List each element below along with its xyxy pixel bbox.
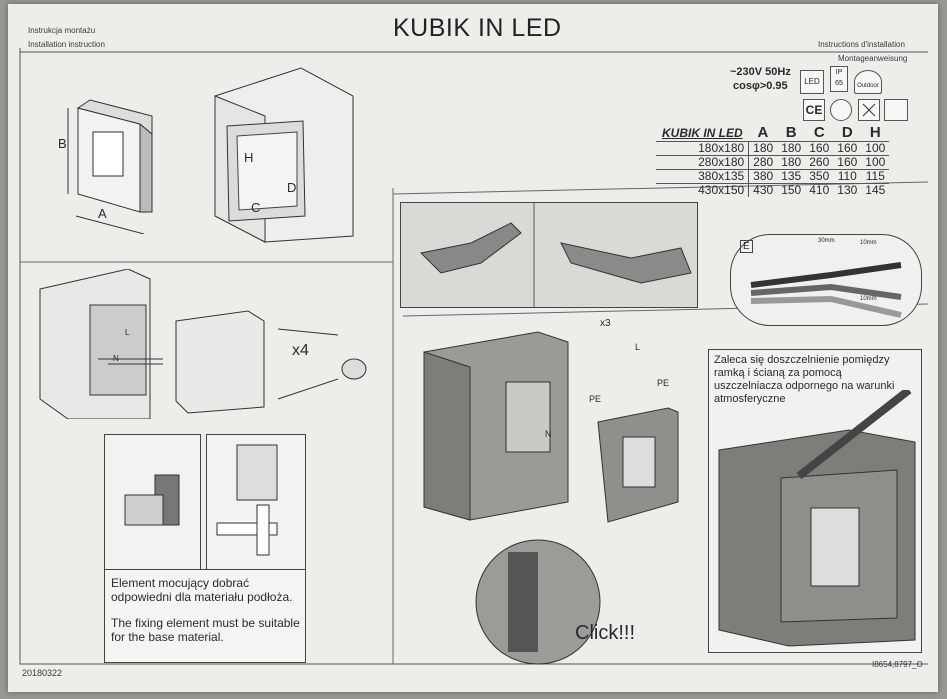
class-ii-icon <box>830 99 852 121</box>
mounting-surface-icon <box>884 99 908 121</box>
fixing-note-box: Element mocujący dobrać odpowiedni dla m… <box>104 569 306 663</box>
ip65-icon: IP 65 <box>830 66 848 92</box>
drill-illustration <box>104 434 201 571</box>
table-header-row: KUBIK IN LED A B C D H <box>656 124 889 142</box>
cell-model: 380x135 <box>656 169 750 184</box>
dim-label-c: C <box>251 200 261 215</box>
cell-d: 110 <box>833 169 862 184</box>
dimensions-table: KUBIK IN LED A B C D H 180x180 180 180 1… <box>656 124 890 197</box>
sealing-panel: Zaleca się doszczelnienie pomiędzy ramką… <box>708 349 922 653</box>
dim-label-h: H <box>244 150 254 165</box>
cell-a: 380 <box>748 169 778 184</box>
led-icon: LED <box>800 70 824 94</box>
cell-d: 130 <box>833 183 862 197</box>
dim-label-d: D <box>287 180 297 195</box>
strip-length-diagram <box>730 234 922 326</box>
cell-h: 115 <box>861 169 890 184</box>
wire-label-l: L <box>125 328 130 337</box>
cell-h: 100 <box>861 155 890 170</box>
connection-drawing <box>423 331 679 665</box>
header-left-pl: Instrukcja montażu <box>28 26 96 35</box>
col-D-header: D <box>841 124 853 141</box>
ip-label: IP <box>835 69 843 76</box>
ip-number: 65 <box>835 80 843 87</box>
header-left-en: Installation instruction <box>28 40 105 49</box>
header-right-de: Montageanweisung <box>838 54 908 63</box>
cell-b: 150 <box>777 183 806 197</box>
col-H-header: H <box>869 124 881 141</box>
table-row: 280x180 280 180 260 160 100 <box>656 155 890 170</box>
connector-count-label: x3 <box>600 318 611 329</box>
dim-label-b: B <box>58 136 67 151</box>
cell-b: 180 <box>777 155 806 170</box>
strip-10mm-label-bottom: 10mm <box>860 296 877 302</box>
cell-b: 135 <box>777 169 806 184</box>
wall-cutout-drawing <box>214 67 354 243</box>
cell-a: 280 <box>748 155 778 170</box>
cell-d: 160 <box>833 155 862 170</box>
cell-c: 350 <box>805 169 834 184</box>
sealing-drawing <box>718 390 916 647</box>
cell-h: 145 <box>861 183 890 197</box>
cell-b: 180 <box>777 141 806 156</box>
cell-c: 410 <box>805 183 834 197</box>
wire-label-n: N <box>113 354 119 363</box>
power-factor-spec: cosφ>0.95 <box>733 80 788 92</box>
model-column-header: KUBIK IN LED <box>662 125 743 140</box>
fixing-note-en: The fixing element must be suitable for … <box>111 616 300 644</box>
table-row: 430x150 430 150 410 130 145 <box>656 183 890 197</box>
instruction-sheet: Instrukcja montażu Installation instruct… <box>8 4 938 692</box>
pe-label-right: PE <box>657 378 670 388</box>
document-code: I8654,8797_O <box>872 660 923 669</box>
neutral-label: N <box>545 429 552 439</box>
cell-c: 160 <box>805 141 834 156</box>
strip-10mm-label-top: 10mm <box>860 240 877 246</box>
click-label: Click!!! <box>575 622 635 644</box>
fixing-note-pl: Element mocujący dobrać odpowiedni dla m… <box>111 576 293 604</box>
mounting-box-drawing <box>39 269 367 419</box>
header-right-fr: Instructions d'installation <box>818 40 905 49</box>
strip-30mm-label: 30mm <box>818 238 835 244</box>
cell-c: 260 <box>805 155 834 170</box>
weee-bin-icon <box>858 99 880 121</box>
cell-model: 180x180 <box>656 141 750 156</box>
lamp-dimension-drawing <box>67 99 153 234</box>
cell-h: 100 <box>861 141 890 156</box>
plug-illustration <box>206 434 306 571</box>
voltage-spec: ~230V 50Hz <box>730 66 791 78</box>
table-row: 380x135 380 135 350 110 115 <box>656 169 890 184</box>
cell-a: 180 <box>748 141 778 156</box>
cell-a: 430 <box>748 183 778 197</box>
col-A-header: A <box>757 124 769 141</box>
pe-label-left: PE <box>589 394 602 404</box>
table-row: 180x180 180 180 160 160 100 <box>656 141 890 156</box>
ce-icon: CE <box>803 99 825 121</box>
e-label: E <box>740 240 753 253</box>
wire-stripping-photos <box>400 202 698 308</box>
cell-d: 160 <box>833 141 862 156</box>
cell-model: 280x180 <box>656 155 750 170</box>
dim-label-a: A <box>98 206 107 221</box>
col-C-header: C <box>813 124 825 141</box>
page-title: KUBIK IN LED <box>393 14 562 42</box>
col-B-header: B <box>785 124 797 141</box>
print-date: 20180322 <box>22 668 63 678</box>
cell-model: 430x150 <box>656 183 750 197</box>
live-label: L <box>635 342 641 352</box>
screw-count-label: x4 <box>292 342 309 359</box>
sealing-note-pl: Zaleca się doszczelnienie pomiędzy ramką… <box>714 354 895 405</box>
outdoor-icon: Outdoor <box>854 70 882 94</box>
